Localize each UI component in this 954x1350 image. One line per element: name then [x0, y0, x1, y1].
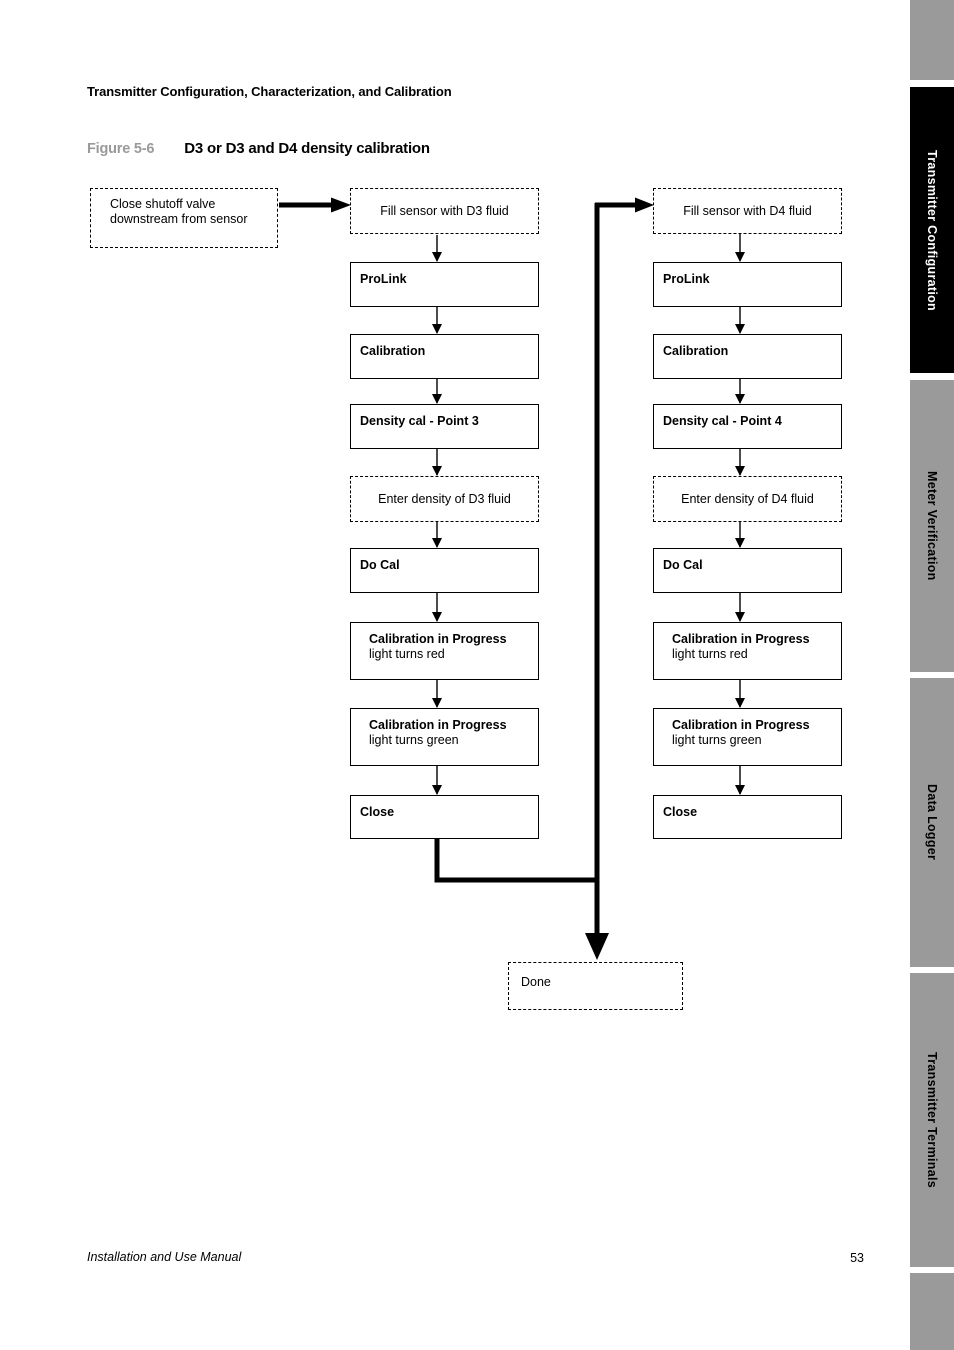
flow-box-density-cal-point3: Density cal - Point 3: [350, 404, 539, 449]
page-number: 53: [850, 1251, 864, 1265]
flow-box-do-cal-d4: Do Cal: [653, 548, 842, 593]
sidebar-tab-transmitter-configuration: Transmitter Configuration: [910, 87, 954, 373]
sidebar-tab-partial-top: [910, 0, 954, 80]
flow-box-density-cal-point4: Density cal - Point 4: [653, 404, 842, 449]
flow-box-fill-d4: Fill sensor with D4 fluid: [653, 188, 842, 234]
flow-box-prolink-d4: ProLink: [653, 262, 842, 307]
flow-box-enter-density-d3: Enter density of D3 fluid: [350, 476, 539, 522]
flow-box-close-d4: Close: [653, 795, 842, 839]
sidebar-tab-transmitter-terminals: Transmitter Terminals: [910, 973, 954, 1267]
sidebar-tab-data-logger: Data Logger: [910, 678, 954, 967]
flow-box-enter-density-d4: Enter density of D4 fluid: [653, 476, 842, 522]
flow-box-cal-progress-green-d4: Calibration in Progress light turns gree…: [653, 708, 842, 766]
figure-caption: Figure 5-6 D3 or D3 and D4 density calib…: [87, 140, 430, 157]
footer-manual-title: Installation and Use Manual: [87, 1250, 242, 1264]
sidebar-tab-meter-verification: Meter Verification: [910, 380, 954, 672]
flow-box-cal-progress-red-d4: Calibration in Progress light turns red: [653, 622, 842, 680]
flow-box-calibration-d4: Calibration: [653, 334, 842, 379]
flow-box-fill-d3: Fill sensor with D3 fluid: [350, 188, 539, 234]
figure-label: Figure 5-6: [87, 141, 155, 157]
flow-box-close-shutoff-valve: Close shutoff valve downstream from sens…: [90, 188, 278, 248]
flow-box-close-d3: Close: [350, 795, 539, 839]
flow-box-cal-progress-red-d3: Calibration in Progress light turns red: [350, 622, 539, 680]
flow-box-prolink-d3: ProLink: [350, 262, 539, 307]
flow-box-calibration-d3: Calibration: [350, 334, 539, 379]
running-header: Transmitter Configuration, Characterizat…: [87, 84, 452, 99]
flow-box-done: Done: [508, 962, 683, 1010]
flow-box-do-cal-d3: Do Cal: [350, 548, 539, 593]
flow-box-cal-progress-green-d3: Calibration in Progress light turns gree…: [350, 708, 539, 766]
sidebar-tab-partial-bottom: [910, 1273, 954, 1350]
figure-title: D3 or D3 and D4 density calibration: [184, 140, 430, 157]
